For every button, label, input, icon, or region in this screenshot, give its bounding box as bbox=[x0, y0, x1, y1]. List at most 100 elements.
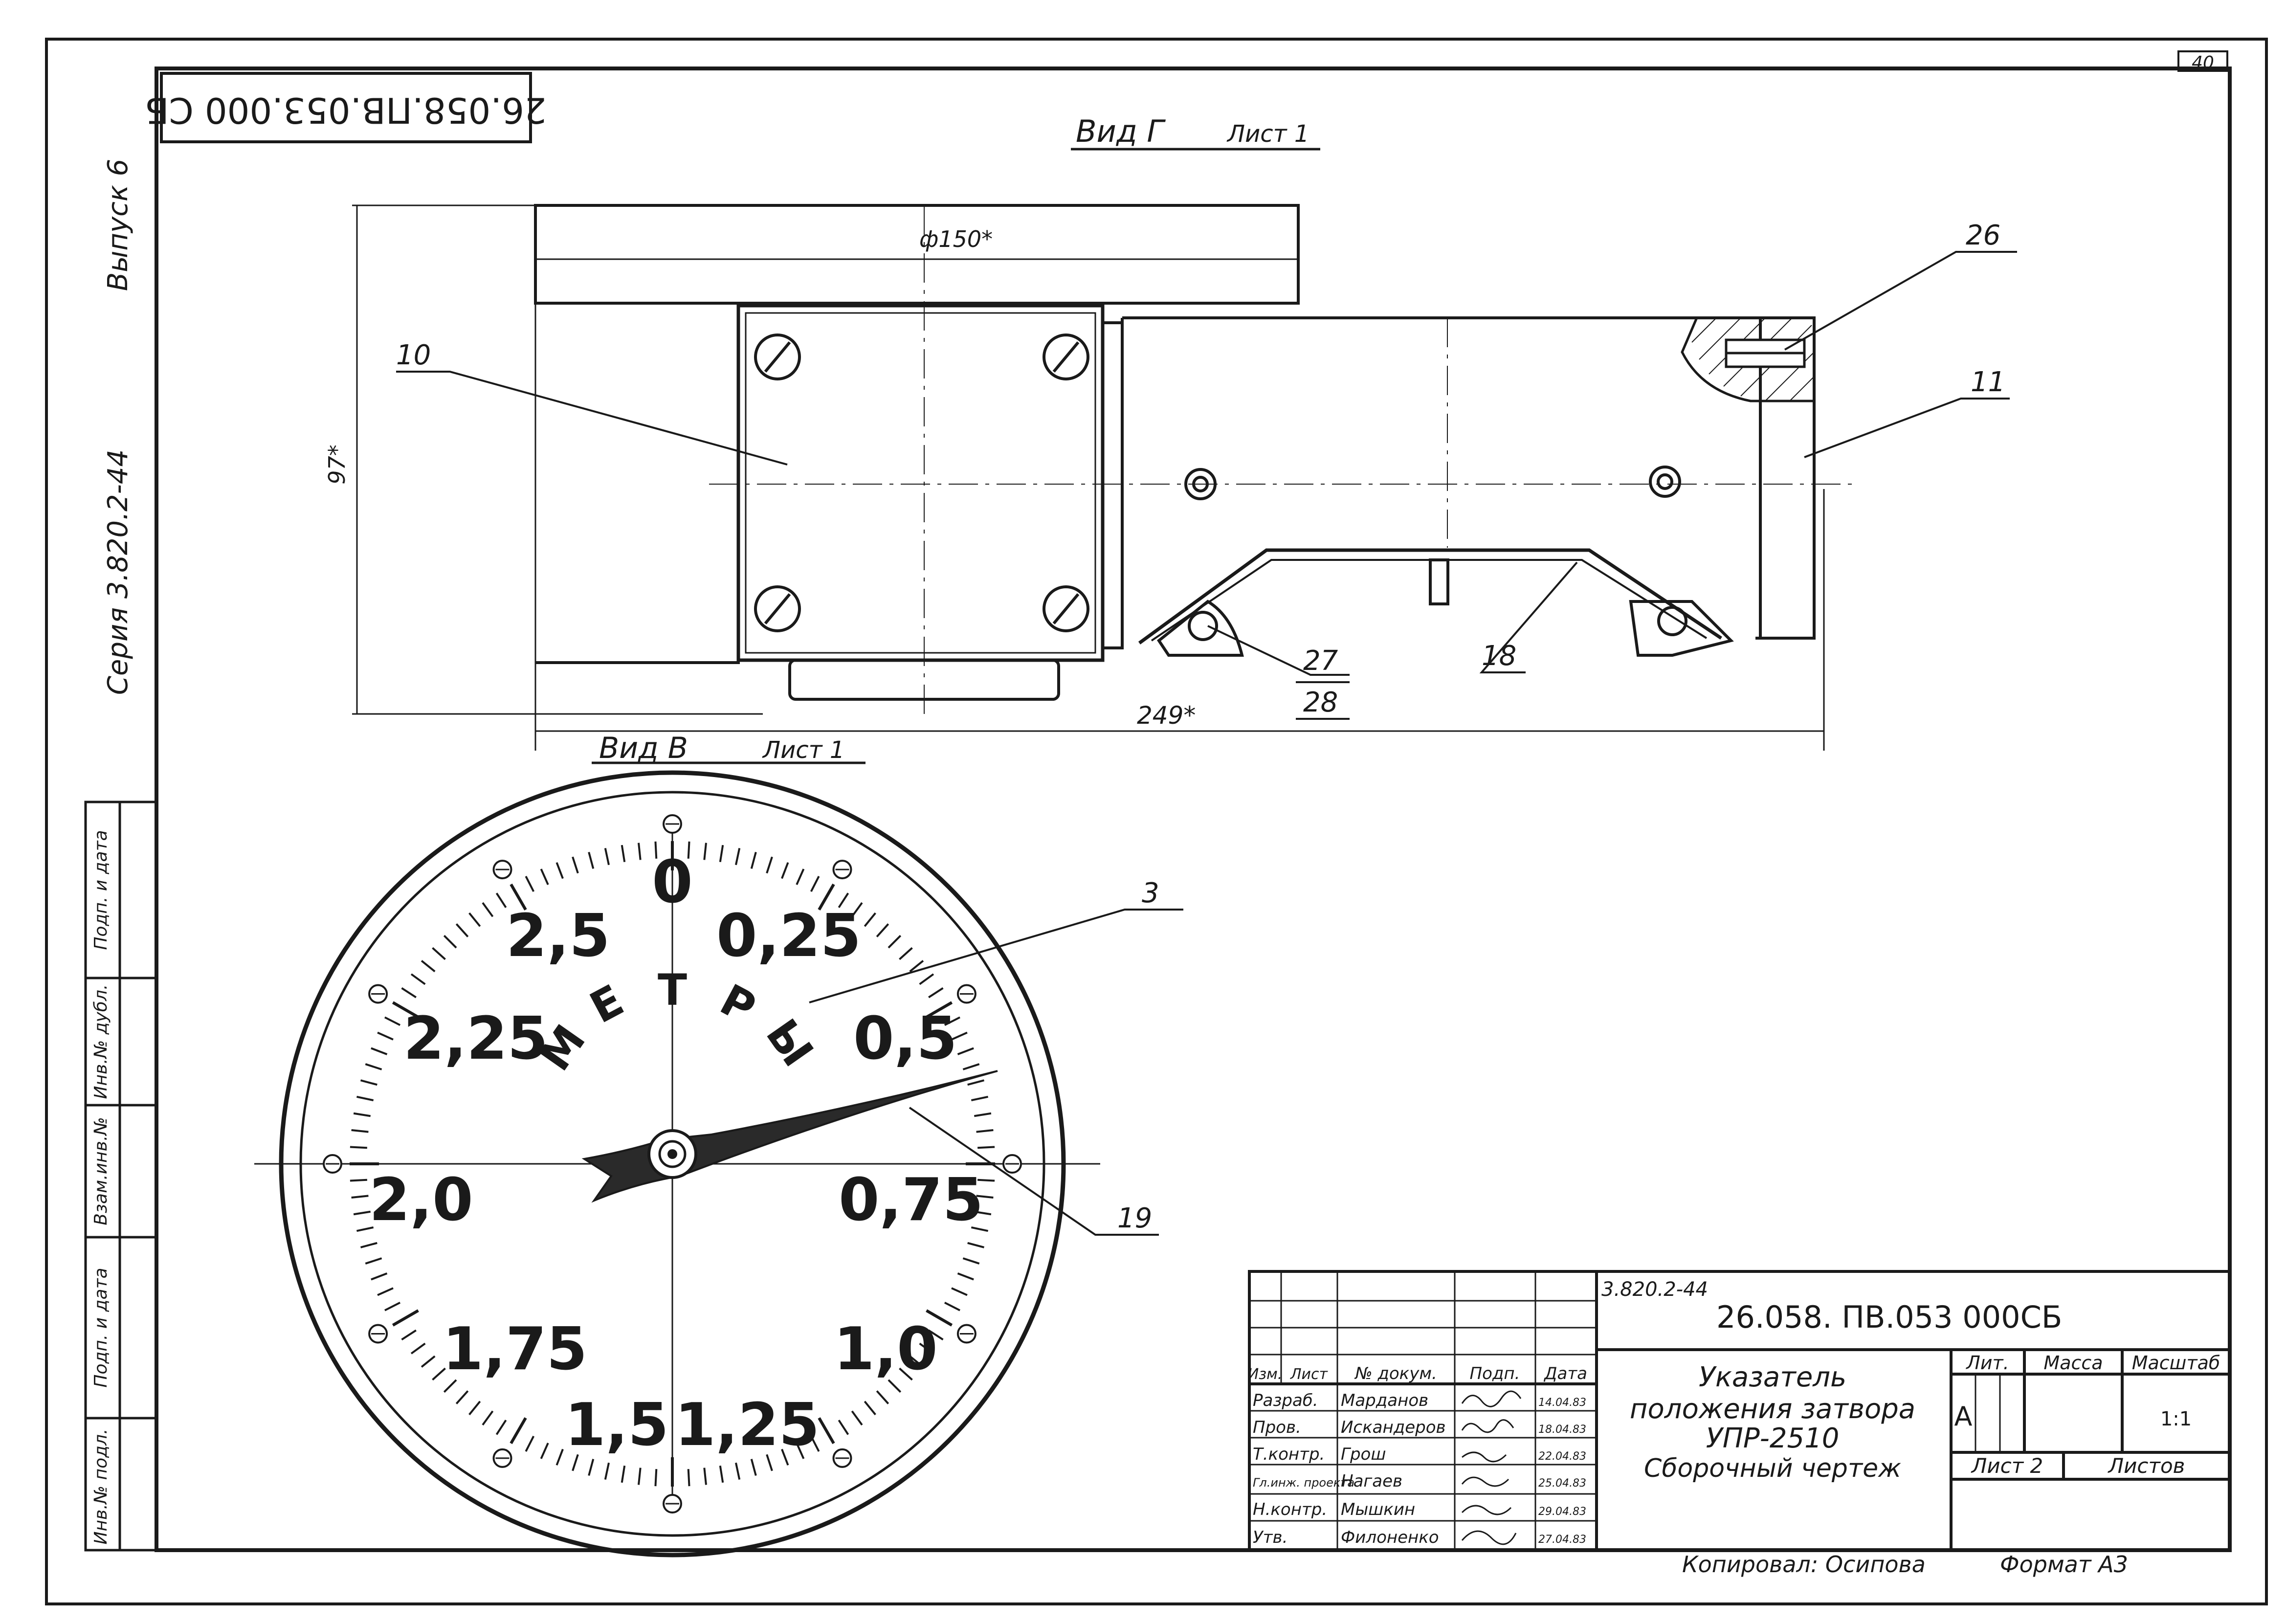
dial-tick bbox=[766, 1454, 773, 1471]
dial-tick bbox=[796, 868, 805, 885]
dial-tick bbox=[421, 1355, 436, 1368]
dial-tick bbox=[353, 1210, 371, 1216]
dial-tick bbox=[750, 851, 757, 869]
dial-tick bbox=[455, 1390, 469, 1404]
sheets-label: Листов bbox=[2108, 1454, 2185, 1478]
dial-tick bbox=[864, 1401, 876, 1416]
dial-tick bbox=[899, 947, 913, 960]
view-v: Вид В Лист 1 0 0,25 0,5 0,75 1,0 1,25 1,… bbox=[254, 731, 1183, 1557]
product-name-line-3: УПР-2510 bbox=[1706, 1423, 1840, 1454]
dial-word-r: Р bbox=[712, 974, 764, 1033]
view-g: Вид Г Лист 1 bbox=[324, 113, 2017, 751]
dial-tick bbox=[957, 1047, 974, 1055]
name-2: Грош bbox=[1341, 1445, 1386, 1464]
dial-tick bbox=[654, 1469, 658, 1487]
dial-tick bbox=[377, 1287, 394, 1296]
product-name-line-1: Указатель bbox=[1699, 1361, 1846, 1393]
callout-27: 27 bbox=[1303, 645, 1338, 677]
dial-tick bbox=[588, 851, 595, 869]
dial-tick bbox=[810, 1435, 820, 1452]
dial-tick bbox=[909, 1355, 924, 1368]
dial-tick bbox=[604, 848, 610, 866]
product-name-line-4: Сборочный чертеж bbox=[1644, 1454, 1901, 1483]
hdr-date: Дата bbox=[1543, 1364, 1587, 1383]
dial-tick bbox=[392, 1001, 419, 1019]
dial-tick bbox=[951, 1287, 968, 1296]
dial-tick bbox=[928, 987, 944, 999]
dial-tick bbox=[944, 1016, 960, 1026]
mass-label: Масса bbox=[2043, 1352, 2103, 1374]
dial-tick bbox=[410, 973, 426, 985]
dial-tick bbox=[851, 1410, 863, 1426]
dial-tick bbox=[971, 1095, 988, 1102]
dim-diameter: ф150* bbox=[919, 226, 993, 252]
dial-tick bbox=[353, 1112, 371, 1117]
dial-label-0-5: 0,5 bbox=[853, 1005, 957, 1073]
side-stamp-podp-2: Подп. и дата bbox=[91, 830, 111, 950]
dial-tick bbox=[909, 960, 924, 973]
dim-length: 249* bbox=[1137, 701, 1196, 730]
dim-height: 97* bbox=[324, 445, 350, 485]
dial-tick bbox=[350, 1179, 367, 1182]
dial-tick bbox=[604, 1462, 610, 1480]
callout-10: 10 bbox=[396, 339, 431, 371]
dial-tick bbox=[926, 1309, 953, 1327]
dial-tick bbox=[482, 1410, 494, 1426]
dial-tick bbox=[734, 1462, 741, 1480]
dial-tick bbox=[838, 892, 849, 908]
dial-word-t: Т bbox=[658, 965, 687, 1015]
dial-tick bbox=[350, 1146, 367, 1149]
callout-18: 18 bbox=[1482, 640, 1516, 672]
sheet-label: Лист 2 bbox=[1971, 1454, 2043, 1478]
hdr-doc: № докум. bbox=[1354, 1364, 1437, 1383]
dial-tick bbox=[781, 1448, 789, 1466]
name-0: Марданов bbox=[1341, 1391, 1428, 1410]
dial-label-1-25: 1,25 bbox=[675, 1391, 820, 1459]
date-5: 27.04.83 bbox=[1538, 1534, 1586, 1546]
callout-19: 19 bbox=[1117, 1202, 1152, 1234]
dial-tick bbox=[926, 1001, 953, 1019]
role-5: Утв. bbox=[1253, 1528, 1287, 1547]
side-stamp-vzam: Взам.инв.№ bbox=[91, 1117, 111, 1225]
dial-tick bbox=[796, 1443, 805, 1459]
dial-tick bbox=[971, 1226, 988, 1232]
name-3: Нагаев bbox=[1341, 1471, 1402, 1491]
dial-tick bbox=[432, 1367, 446, 1381]
dial-tick bbox=[371, 1047, 388, 1055]
dial-tick bbox=[540, 868, 549, 885]
dial-tick bbox=[356, 1095, 374, 1102]
copied-by: Копировал: Осипова bbox=[1682, 1551, 1926, 1578]
dial-tick bbox=[401, 1329, 417, 1341]
dial-tick bbox=[928, 1329, 944, 1341]
dial-tick bbox=[810, 876, 820, 892]
callout-26: 26 bbox=[1966, 220, 2000, 251]
dial-tick bbox=[432, 947, 446, 960]
dial-tick bbox=[540, 1443, 549, 1459]
dial-tick bbox=[976, 1195, 994, 1199]
dial-tick bbox=[888, 934, 902, 949]
dial-tick bbox=[919, 1342, 934, 1355]
sheet-frame bbox=[45, 38, 2268, 1605]
dial-tick bbox=[734, 848, 741, 866]
title-block-doc-code: 26.058. ПВ.053 000СБ bbox=[1716, 1299, 2062, 1335]
dial-tick bbox=[967, 1079, 985, 1086]
dial-tick bbox=[687, 1469, 690, 1487]
dial-tick bbox=[443, 934, 457, 949]
dial-tick bbox=[638, 1468, 642, 1485]
dial-tick bbox=[977, 1146, 995, 1149]
scale-label: Масштаб bbox=[2132, 1352, 2220, 1374]
dial-tick bbox=[468, 912, 481, 927]
dial-ticks bbox=[350, 841, 995, 1487]
dial-tick bbox=[365, 1257, 382, 1265]
dial-tick bbox=[621, 1465, 626, 1483]
dial-tick bbox=[838, 1420, 849, 1435]
inverted-code-box: 26.058.ПВ.053.000 СБ bbox=[145, 72, 547, 143]
title-block: 3.820.2-44 26.058. ПВ.053 000СБ Указател… bbox=[1248, 1270, 2231, 1578]
dial-label-1-0: 1,0 bbox=[834, 1315, 938, 1383]
side-stamp-inv-podl: Инв.№ подл. bbox=[91, 1429, 111, 1545]
section-detail bbox=[1681, 316, 1816, 402]
dial-tick bbox=[750, 1459, 757, 1476]
dial-tick bbox=[384, 1016, 401, 1026]
date-4: 29.04.83 bbox=[1538, 1506, 1586, 1518]
